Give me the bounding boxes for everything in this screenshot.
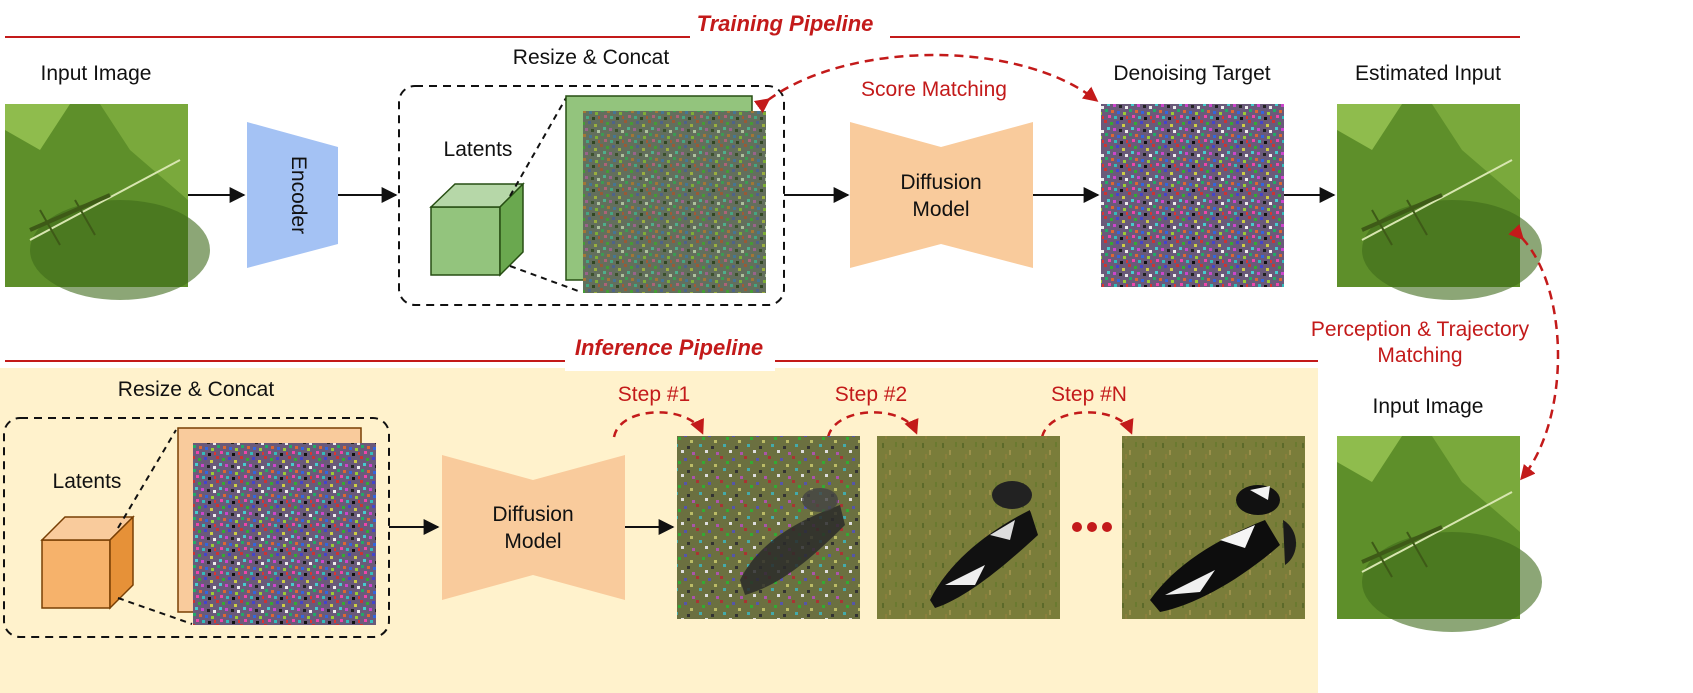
inference-zoom-line-top	[117, 429, 177, 529]
perception-input-image-label: Input Image	[1373, 395, 1484, 418]
inference-diffusion-label-2: Model	[504, 530, 561, 553]
training-latents-label: Latents	[444, 138, 513, 161]
ellipsis-dots	[1072, 522, 1112, 532]
inference-resize-concat-label: Resize & Concat	[118, 378, 275, 401]
step-n-label: Step #N	[1051, 383, 1127, 406]
training-diffusion-label-2: Model	[912, 198, 969, 221]
denoising-target-label: Denoising Target	[1113, 62, 1270, 85]
estimated-input-label: Estimated Input	[1355, 62, 1501, 85]
inference-latents-label: Latents	[53, 470, 122, 493]
inference-noise-image	[193, 443, 376, 625]
score-matching-arrow	[753, 53, 1099, 114]
inference-diffusion-model: Diffusion Model	[442, 455, 625, 600]
step-1-image	[677, 436, 860, 619]
perception-label-line1: Perception & Trajectory	[1311, 318, 1530, 341]
denoising-target-image	[1101, 104, 1284, 287]
perception-input-image	[1337, 436, 1542, 632]
encoder-label: Encoder	[287, 156, 310, 234]
step-n-image	[1122, 436, 1305, 619]
inference-latent-cube	[40, 515, 135, 610]
step-2-label: Step #2	[835, 383, 907, 406]
step-2-image	[877, 436, 1060, 619]
encoder-block: Encoder	[247, 122, 338, 268]
training-input-image	[5, 104, 210, 300]
inference-diffusion-label-1: Diffusion	[492, 503, 573, 526]
training-noised-image	[583, 111, 766, 293]
inference-zoom-line-bottom	[117, 597, 193, 625]
perception-label-line2: Matching	[1377, 344, 1462, 367]
score-matching-label: Score Matching	[861, 78, 1007, 101]
training-zoom-line-bottom	[509, 265, 582, 293]
training-title: Training Pipeline	[697, 11, 874, 36]
training-input-image-label: Input Image	[41, 62, 152, 85]
training-zoom-line-top	[509, 97, 567, 197]
training-latent-cube	[429, 182, 525, 277]
step-1-label: Step #1	[618, 383, 690, 406]
perception-matching-arrow	[1508, 224, 1560, 481]
training-resize-concat-label: Resize & Concat	[513, 46, 670, 69]
estimated-input-image	[1337, 104, 1542, 300]
inference-title: Inference Pipeline	[575, 335, 763, 360]
training-diffusion-model: Diffusion Model	[850, 122, 1033, 268]
training-diffusion-label-1: Diffusion	[900, 171, 981, 194]
